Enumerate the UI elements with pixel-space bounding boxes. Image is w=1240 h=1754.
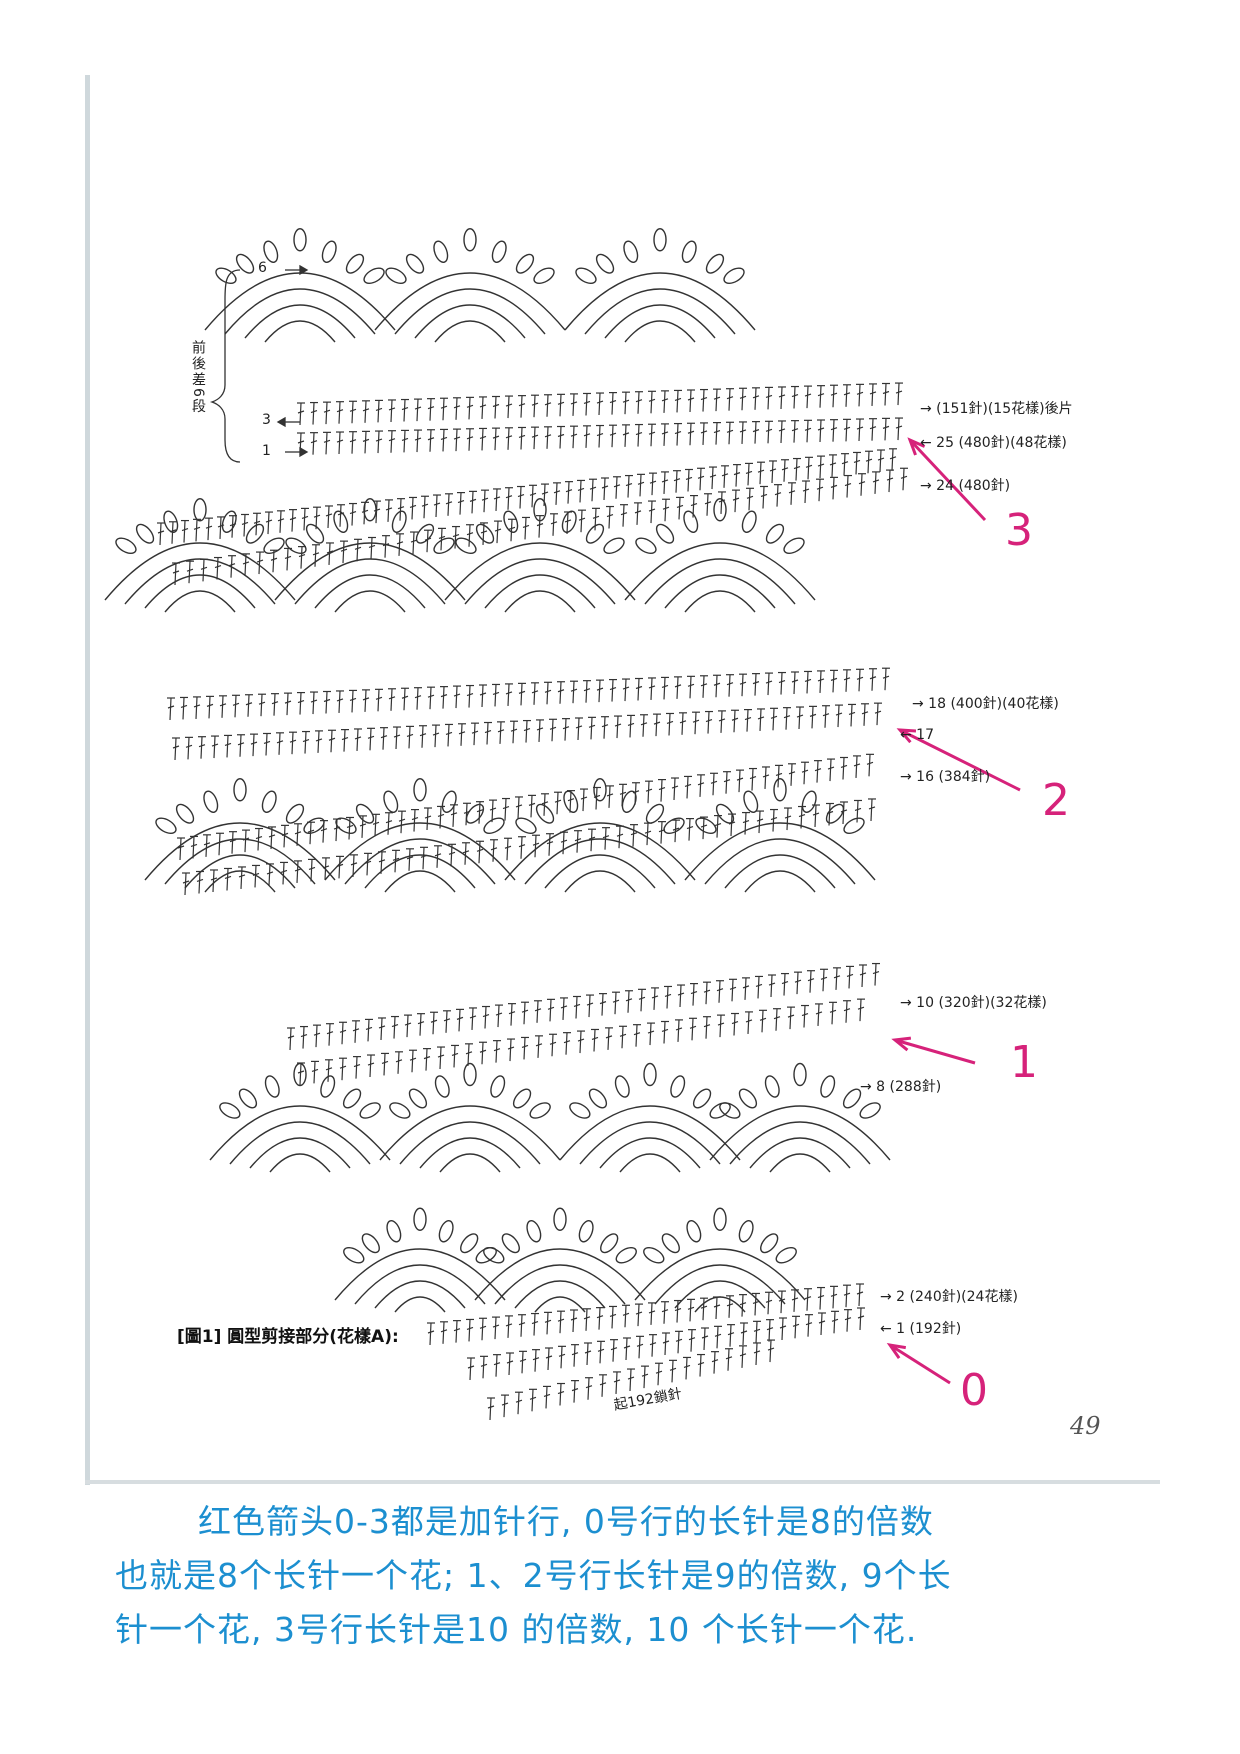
caption-line-3: 针一个花, 3号行长针是10 的倍数, 10 个长针一个花. xyxy=(115,1610,918,1649)
stitch-symbols xyxy=(157,382,908,1421)
row-label-16: → 16 (384針) xyxy=(900,769,991,785)
row-label-back: → (151針)(15花樣)後片 xyxy=(920,401,1073,417)
caption: 红色箭头0-3都是加针行, 0号行的长针是8的倍数 也就是8个长针一个花; 1、… xyxy=(115,1495,1125,1657)
row-label-24: → 24 (480針) xyxy=(920,478,1011,494)
row-label-18: → 18 (400針)(40花樣) xyxy=(912,696,1059,712)
stitch-arches xyxy=(104,228,891,1313)
scan-bottom-edge xyxy=(85,1480,1160,1484)
marker-3: 3 xyxy=(1005,505,1033,556)
marker-0: 0 xyxy=(960,1365,988,1416)
figure-title: [圖1] 圓型剪接部分(花樣A): xyxy=(177,1327,399,1347)
row-label-17: ← 17 xyxy=(900,727,934,743)
caption-line-2: 也就是8个长针一个花; 1、2号行长针是9的倍数, 9个长 xyxy=(115,1556,952,1595)
brace-label: 前後差6段 xyxy=(190,340,206,415)
scan-left-edge xyxy=(85,75,90,1485)
row-label-1: ← 1 (192針) xyxy=(880,1321,962,1337)
row-label-10: → 10 (320針)(32花樣) xyxy=(900,995,1047,1011)
row-3-label: 3 xyxy=(262,412,271,428)
red-arrows xyxy=(886,437,1021,1385)
row-label-8: → 8 (288針) xyxy=(860,1079,942,1095)
marker-1: 1 xyxy=(1010,1037,1038,1088)
marker-2: 2 xyxy=(1042,775,1070,826)
row-pointer-arrows xyxy=(276,264,309,458)
row-6-label: 6 xyxy=(258,260,267,276)
caption-line-1: 红色箭头0-3都是加针行, 0号行的长针是8的倍数 xyxy=(198,1502,934,1541)
page-number: 49 xyxy=(1070,1412,1101,1440)
row-label-2: → 2 (240針)(24花樣) xyxy=(880,1289,1018,1305)
row-1-label: 1 xyxy=(262,443,271,459)
brace-left xyxy=(209,269,241,463)
row-label-25: ← 25 (480針)(48花樣) xyxy=(920,435,1067,451)
